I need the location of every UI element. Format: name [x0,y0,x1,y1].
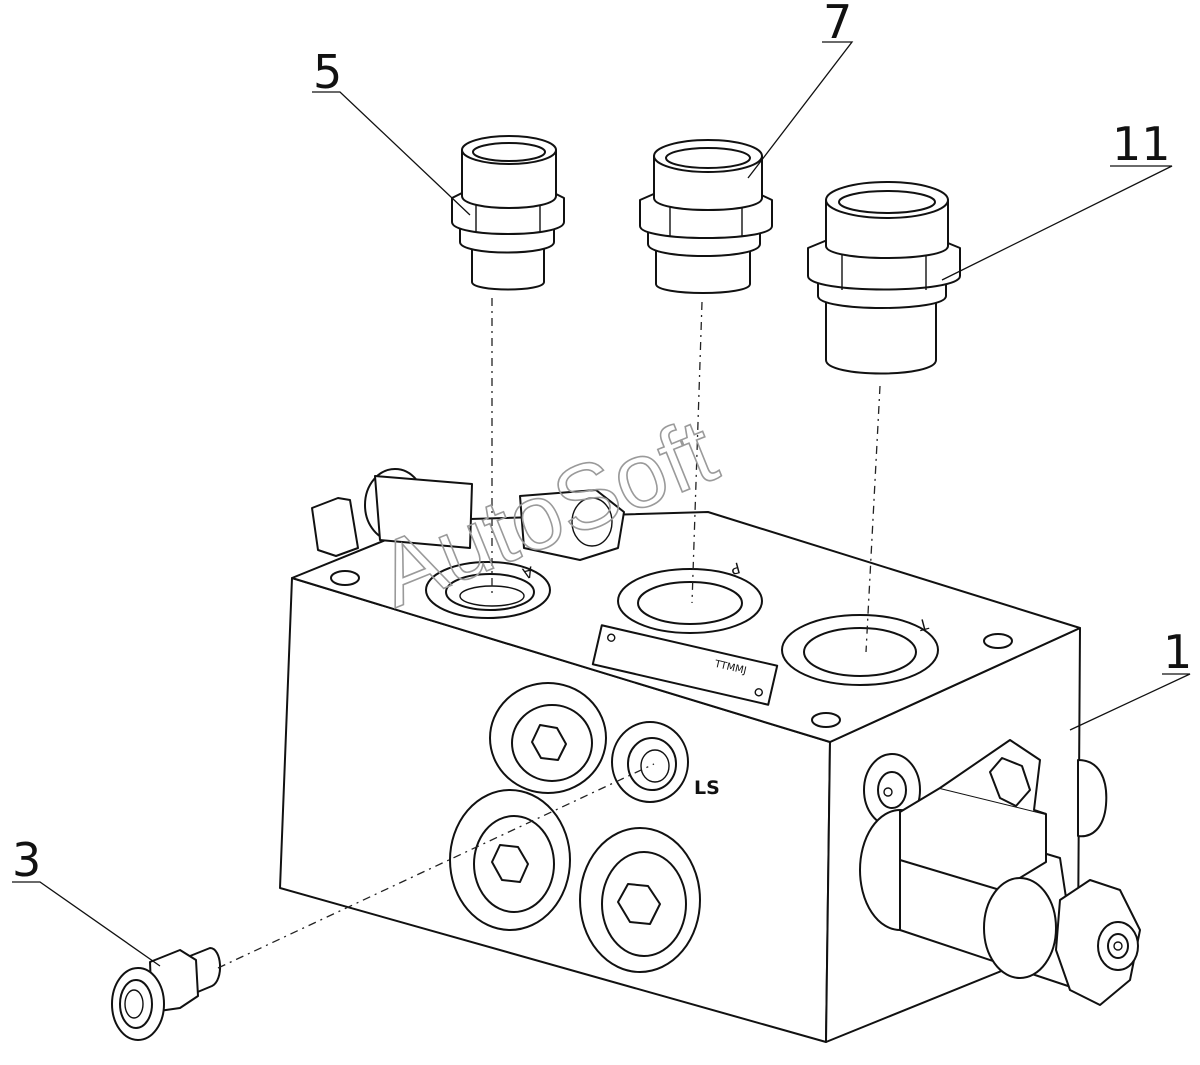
callout-11: 11 [1112,117,1171,171]
port-label-ls: LS [694,777,720,799]
mounting-hole-1 [330,570,360,586]
callout-3: 3 [12,833,41,887]
callout-5: 5 [313,45,342,99]
leader-7 [747,41,854,179]
solenoid-valve [859,739,1141,1006]
port-p [617,568,763,634]
nameplate: TTMMJ [591,624,779,706]
assembly-line-11 [865,385,881,653]
fitting-7 [639,139,773,294]
fitting-5 [451,135,565,291]
callout-7: 7 [823,0,852,49]
port-t [781,614,939,686]
front-plug-lower-right [579,827,701,973]
port-label-p: P [729,558,742,578]
callout-1: 1 [1163,625,1192,679]
assembly-line-3 [217,763,655,969]
right-end-cap [1077,759,1108,838]
fitting-11 [807,181,961,375]
leader-1 [1069,673,1191,731]
ls-port [611,721,689,803]
mounting-hole-3 [811,712,841,728]
front-plug-lower-left [449,789,571,931]
port-a [425,561,551,619]
fitting-3 [111,947,221,1041]
leader-5 [312,91,471,216]
leader-11 [941,165,1173,281]
mounting-hole-2 [983,633,1013,649]
leader-3 [12,881,161,967]
front-plug-upper [489,682,607,794]
rear-solenoid [311,468,625,561]
